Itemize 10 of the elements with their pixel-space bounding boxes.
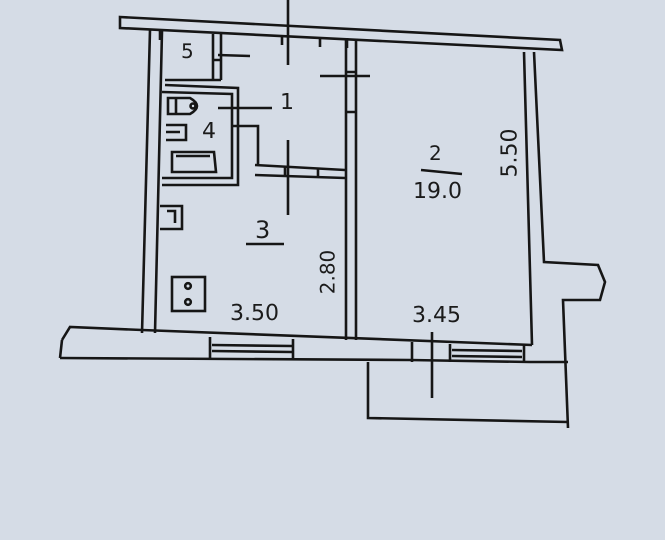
room-number: 1 [280,92,294,114]
room-number: 5 [181,41,194,61]
room-area: 19.0 [413,181,462,203]
dimension-label: 5.50 [500,128,522,178]
room-number: 3 [255,218,270,242]
dimension-label: 3.45 [412,305,461,327]
dimension-label: 3.50 [230,303,279,325]
room-number: 2 [429,143,442,163]
dimension-label: 2.80 [317,250,338,294]
room-number: 4 [202,121,216,143]
